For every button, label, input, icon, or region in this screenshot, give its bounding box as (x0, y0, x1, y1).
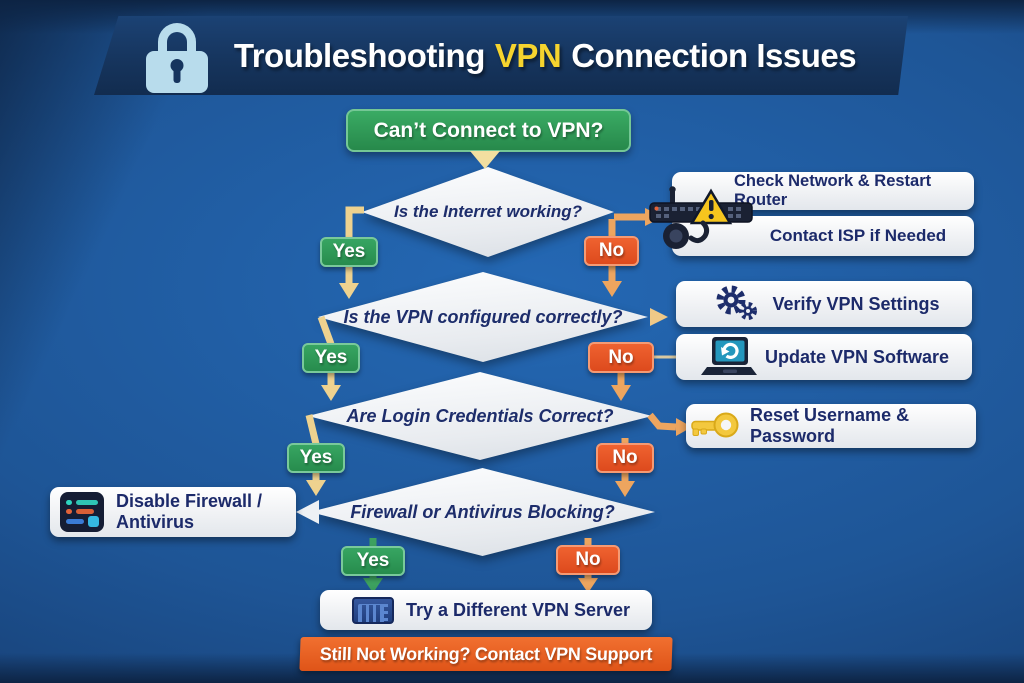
no-label-4: No (575, 549, 601, 570)
decision-question-4: Firewall or Antivirus Blocking? (350, 501, 615, 522)
title-highlight: VPN (494, 36, 562, 74)
decision-diamond-3: Are Login Credentials Correct? (308, 372, 652, 460)
start-node: Can’t Connect to VPN? (346, 109, 631, 152)
action-label-check-network: Check Network & Restart Router (734, 172, 932, 209)
no-badge-3: No (596, 443, 654, 473)
yes-label-2: Yes (314, 347, 348, 368)
footer-banner: Still Not Working? Contact VPN Support (299, 637, 673, 671)
no-label-3: No (612, 447, 638, 468)
decision-question-1: Is the Interret working? (394, 202, 582, 221)
yes-badge-1: Yes (320, 237, 378, 267)
yes-label-1: Yes (332, 241, 366, 262)
action-box-update-software: Update VPN Software (676, 334, 972, 380)
yes-label-4: Yes (356, 550, 390, 571)
title-suffix: Connection Issues (571, 36, 857, 74)
no-badge-1: No (584, 236, 639, 266)
page-title: Troubleshooting VPN Connection Issues (233, 36, 857, 75)
router-warning-headset-icon (649, 186, 753, 249)
title-prefix: Troubleshooting (233, 36, 485, 74)
footer-banner-label: Still Not Working? Contact VPN Support (319, 643, 653, 664)
no-badge-4: No (556, 545, 620, 575)
decision-diamond-1: Is the Interret working? (362, 167, 614, 257)
header-banner: Troubleshooting VPN Connection Issues (94, 16, 908, 95)
key-icon (691, 412, 739, 438)
no-label-1: No (598, 240, 625, 261)
action-box-verify-settings: Verify VPN Settings (676, 281, 972, 327)
action-box-disable-firewall: Disable Firewall / Antivirus (50, 487, 296, 537)
yes-badge-4: Yes (341, 546, 405, 576)
action-label-try-server: Try a Different VPN Server (405, 599, 631, 620)
gears-icon (716, 285, 758, 320)
action-label-contact-isp: Contact ISP if Needed (769, 226, 947, 245)
action-label-reset-credentials: Reset Username & Password (750, 405, 910, 446)
yes-badge-3: Yes (287, 443, 345, 473)
decision-question-2: Is the VPN configured correctly? (343, 306, 623, 327)
laptop-refresh-icon (700, 337, 757, 375)
start-node-label: Can’t Connect to VPN? (373, 118, 604, 142)
action-label-verify-settings: Verify VPN Settings (772, 293, 940, 314)
yes-label-3: Yes (299, 447, 333, 468)
yes-badge-2: Yes (302, 343, 360, 373)
vpn-server-icon (351, 596, 394, 624)
decision-diamond-4: Firewall or Antivirus Blocking? (310, 468, 655, 556)
action-box-reset-credentials: Reset Username & Password (686, 404, 976, 448)
firewall-settings-icon (60, 492, 104, 532)
action-box-try-server: Try a Different VPN Server (320, 590, 652, 630)
no-label-2: No (608, 346, 634, 368)
no-badge-2: No (588, 342, 654, 373)
decision-question-3: Are Login Credentials Correct? (346, 405, 614, 426)
action-label-disable-firewall: Disable Firewall / Antivirus (116, 491, 263, 532)
lock-icon (145, 22, 208, 93)
action-label-update-software: Update VPN Software (764, 346, 950, 367)
